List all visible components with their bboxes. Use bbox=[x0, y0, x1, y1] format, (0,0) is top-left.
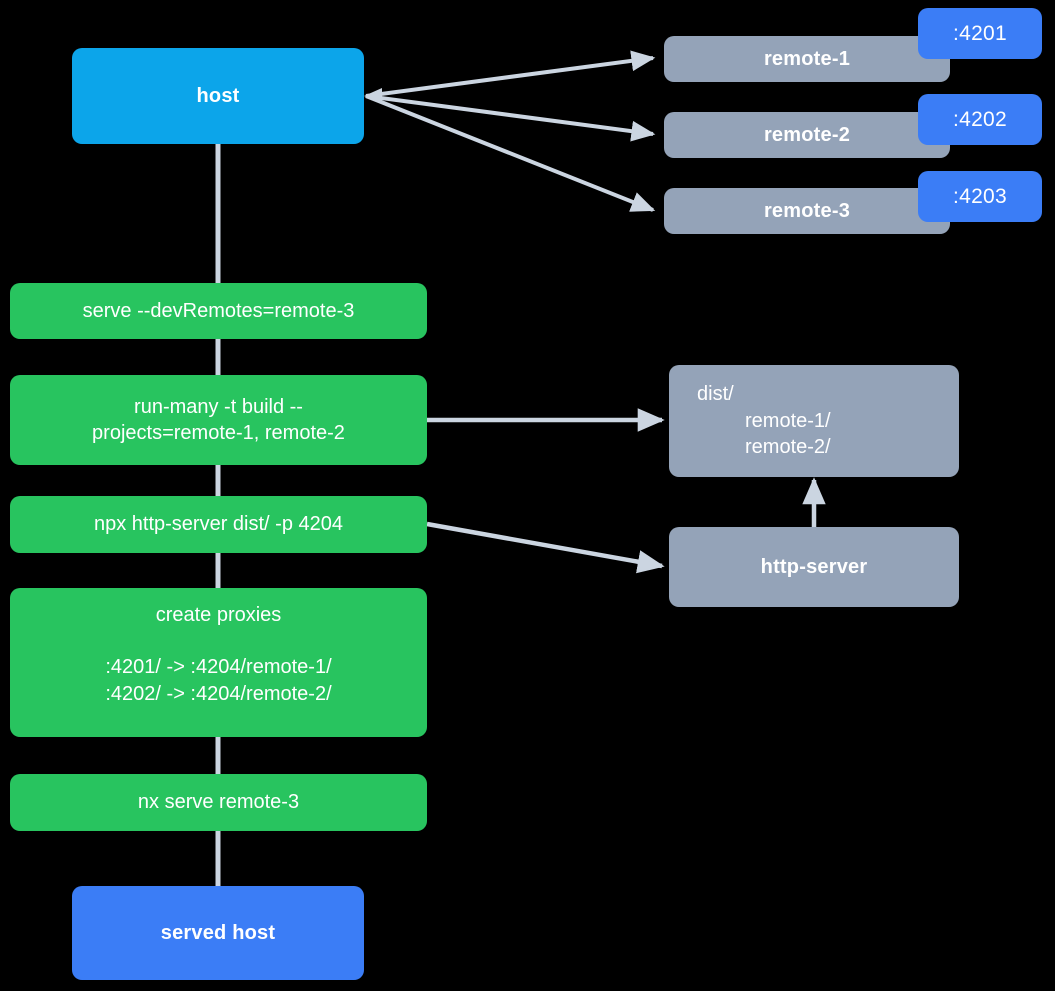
badge-port-4201-label: :4201 bbox=[952, 21, 1008, 45]
badge-port-4203[interactable]: :4203 bbox=[918, 171, 1042, 222]
node-artifact-dist-root: dist/ bbox=[697, 383, 734, 406]
node-service-http-server[interactable]: http-server bbox=[669, 527, 959, 607]
node-remote-2[interactable]: remote-2 bbox=[664, 112, 950, 158]
node-service-http-server-label: http-server bbox=[760, 555, 868, 578]
node-remote-3-label: remote-3 bbox=[763, 199, 851, 222]
badge-port-4201[interactable]: :4201 bbox=[918, 8, 1042, 59]
node-command-create-proxies-title: create proxies bbox=[155, 604, 282, 626]
node-remote-3[interactable]: remote-3 bbox=[664, 188, 950, 234]
node-command-run-many-line2: projects=remote-1, remote-2 bbox=[92, 422, 345, 444]
node-proxy-rule-4202: :4202/ -> :4204/remote-2/ bbox=[105, 682, 332, 705]
node-host-label: host bbox=[196, 84, 240, 107]
node-artifact-dist-remote-1: remote-1/ bbox=[745, 409, 831, 432]
node-remote-2-label: remote-2 bbox=[763, 123, 851, 146]
node-command-npx-http-server-label: npx http-server dist/ -p 4204 bbox=[93, 513, 343, 536]
node-artifact-dist-remote-2: remote-2/ bbox=[745, 436, 831, 459]
badge-port-4202-label: :4202 bbox=[952, 107, 1008, 131]
node-served-host-label: served host bbox=[160, 921, 276, 944]
node-command-run-many-line1: run-many -t build -- bbox=[134, 395, 303, 418]
edge-host-to-remotes bbox=[364, 50, 656, 212]
node-artifact-dist[interactable]: dist/ remote-1/ remote-2/ bbox=[669, 365, 959, 477]
node-command-serve-devremotes[interactable]: serve --devRemotes=remote-3 bbox=[10, 283, 427, 339]
node-command-nx-serve-remote-3-label: nx serve remote-3 bbox=[137, 791, 300, 814]
edge-npx-to-httpserver bbox=[426, 521, 665, 574]
node-proxy-rule-4201: :4201/ -> :4204/remote-1/ bbox=[105, 656, 332, 679]
node-command-run-many[interactable]: run-many -t build -- projects=remote-1, … bbox=[10, 375, 427, 465]
node-command-create-proxies[interactable]: create proxies :4201/ -> :4204/remote-1/… bbox=[10, 588, 427, 737]
node-command-nx-serve-remote-3[interactable]: nx serve remote-3 bbox=[10, 774, 427, 831]
node-remote-1-label: remote-1 bbox=[763, 47, 851, 70]
node-command-npx-http-server[interactable]: npx http-server dist/ -p 4204 bbox=[10, 496, 427, 553]
badge-port-4202[interactable]: :4202 bbox=[918, 94, 1042, 145]
node-served-host[interactable]: served host bbox=[72, 886, 364, 980]
badge-port-4203-label: :4203 bbox=[952, 184, 1008, 208]
node-command-serve-devremotes-label: serve --devRemotes=remote-3 bbox=[82, 299, 355, 322]
node-remote-1[interactable]: remote-1 bbox=[664, 36, 950, 82]
node-host[interactable]: host bbox=[72, 48, 364, 144]
